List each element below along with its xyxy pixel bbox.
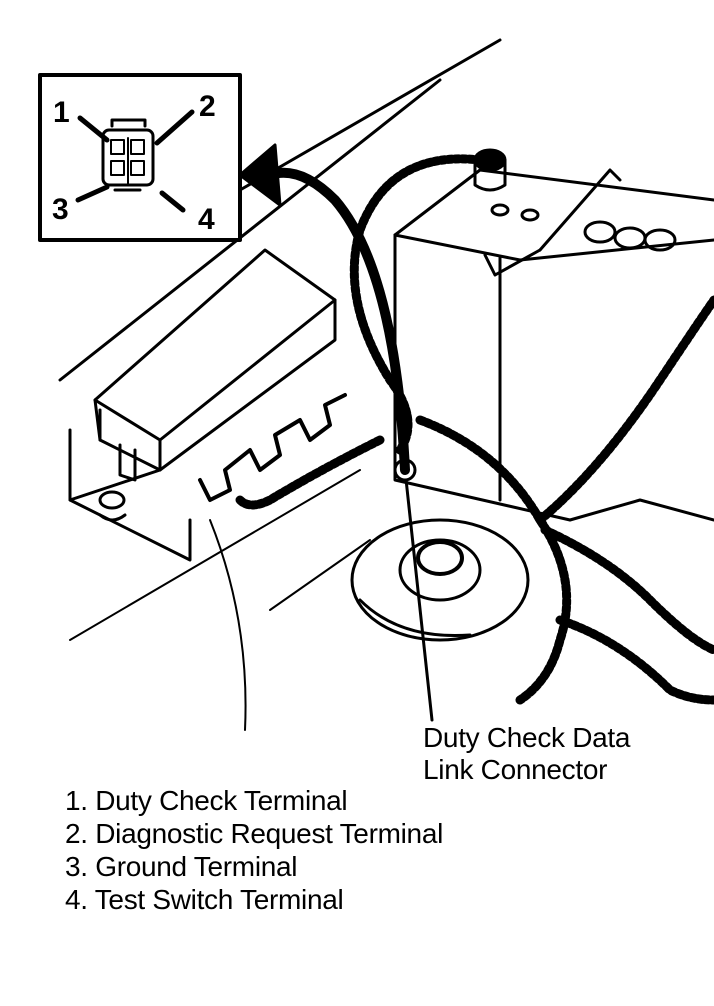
inset-label-3: 3 bbox=[52, 193, 69, 226]
legend-item-1: 1. Duty Check Terminal bbox=[65, 785, 348, 816]
callout-label-line2: Link Connector bbox=[423, 754, 608, 785]
legend-item-2: 2. Diagnostic Request Terminal bbox=[65, 818, 444, 849]
wiring-harness bbox=[235, 154, 714, 705]
strut-tower bbox=[350, 518, 530, 642]
callout-leader-line bbox=[403, 468, 434, 722]
inset-label-4: 4 bbox=[198, 203, 215, 236]
inset-label-2: 2 bbox=[199, 90, 216, 123]
legend-item-3: 3. Ground Terminal bbox=[65, 851, 298, 882]
relay-box bbox=[68, 248, 347, 562]
fender-lines bbox=[58, 38, 502, 731]
inset-label-1: 1 bbox=[53, 96, 70, 129]
arrow-to-inset bbox=[238, 143, 410, 475]
connector-inset bbox=[38, 73, 242, 242]
callout-label-line1: Duty Check Data bbox=[423, 722, 631, 753]
legend-item-4: 4. Test Switch Terminal bbox=[65, 884, 344, 915]
battery bbox=[393, 148, 714, 522]
